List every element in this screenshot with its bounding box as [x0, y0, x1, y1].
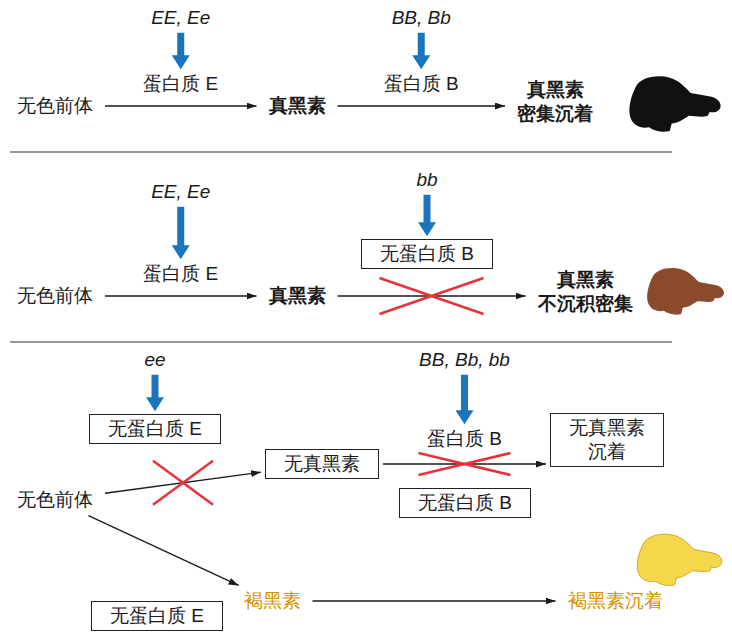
node-text: 无蛋白质 B	[418, 491, 512, 515]
gene-box: 无蛋白质 E	[89, 414, 221, 444]
node-text: 无色前体	[17, 488, 93, 512]
genotype-label: EE, Ee	[148, 6, 213, 30]
edge-label: 蛋白质 E	[143, 72, 218, 96]
node-text: 无蛋白质 B	[380, 242, 474, 266]
node-text: 无色前体	[17, 284, 93, 308]
genotype-label: BB, Bb	[389, 6, 454, 30]
genotype-text: EE, Ee	[151, 6, 210, 30]
node-text: 真黑素 密集沉着	[517, 78, 593, 126]
pigment-term: 无色前体	[9, 486, 101, 514]
panel-separator	[10, 341, 672, 342]
gene-box: 无真黑素 沉着	[550, 413, 664, 467]
gene-arrow	[455, 375, 473, 425]
gene-arrow	[172, 33, 190, 70]
pigment-term: 褐黑素	[236, 587, 309, 615]
node-text: 无色前体	[17, 94, 93, 118]
reaction-arrow	[338, 105, 506, 106]
node-text: 真黑素 不沉积密集	[538, 268, 633, 316]
gene-box: 无蛋白质 E	[91, 601, 223, 631]
gene-box: 无蛋白质 B	[399, 488, 531, 518]
reaction-arrow	[88, 516, 238, 586]
node-text: 无真黑素	[284, 452, 360, 476]
gene-arrow	[146, 375, 164, 411]
genotype-text: ee	[144, 348, 165, 372]
gene-box: 无蛋白质 B	[361, 239, 493, 269]
pigment-term: 真黑素 密集沉着	[509, 76, 601, 128]
blocked-cross	[380, 278, 484, 314]
reaction-arrow	[105, 105, 257, 106]
reaction-arrow	[105, 295, 257, 296]
node-text: 真黑素	[269, 284, 326, 308]
pigment-term: 真黑素	[261, 282, 334, 310]
node-text: 褐黑素	[244, 589, 301, 613]
dog-silhouette	[629, 76, 720, 131]
protein-label: 蛋白质 E	[140, 72, 221, 96]
node-text: 无蛋白质 E	[110, 604, 204, 628]
pigment-term: 褐黑素沉着	[560, 587, 671, 615]
dog-silhouette	[647, 268, 724, 315]
genotype-text: EE, Ee	[151, 180, 210, 204]
gene-arrow	[418, 195, 436, 236]
node-text: 无蛋白质 E	[108, 417, 202, 441]
edge-label: 蛋白质 B	[384, 72, 459, 96]
genotype-text: BB, Bb	[392, 6, 451, 30]
genotype-label: EE, Ee	[148, 180, 213, 204]
pigment-term: 无色前体	[9, 282, 101, 310]
reaction-arrow	[313, 600, 556, 601]
pigment-term: 真黑素 不沉积密集	[530, 266, 641, 318]
protein-label: 蛋白质 E	[140, 262, 221, 286]
genotype-text: BB, Bb, bb	[419, 348, 510, 372]
node-text: 褐黑素沉着	[568, 589, 663, 613]
genotype-text: bb	[416, 168, 437, 192]
gene-arrow	[412, 33, 430, 70]
blocked-cross	[419, 453, 511, 475]
gene-arrow	[172, 207, 190, 260]
blocked-cross	[153, 461, 213, 505]
node-text: 无真黑素 沉着	[569, 416, 645, 464]
edge-label: 蛋白质 B	[427, 427, 502, 451]
protein-label: 蛋白质 B	[381, 72, 462, 96]
genotype-label: BB, Bb, bb	[416, 348, 513, 372]
protein-label: 蛋白质 B	[424, 427, 505, 451]
edge-label: 蛋白质 E	[143, 262, 218, 286]
pigment-term: 无色前体	[9, 92, 101, 120]
node-text: 真黑素	[269, 94, 326, 118]
panel-separator	[10, 151, 672, 152]
pigment-term: 真黑素	[261, 92, 334, 120]
gene-box: 无真黑素	[265, 449, 379, 479]
genotype-label: ee	[141, 348, 168, 372]
genotype-label: bb	[413, 168, 440, 192]
dog-silhouette	[637, 534, 722, 585]
